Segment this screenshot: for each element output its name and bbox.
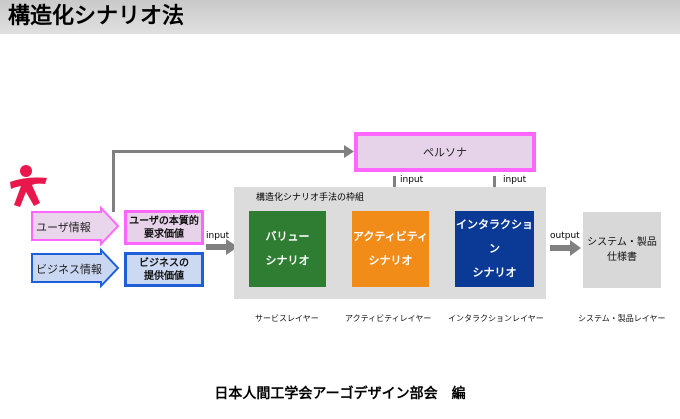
activity-scenario-line1: アクティビティ (352, 230, 429, 243)
business-value-line2: 提供価値 (144, 270, 184, 282)
value-scenario-box: バリュー シナリオ (249, 211, 326, 287)
value-scenario-line2: シナリオ (265, 254, 310, 267)
persona-box: ペルソナ (354, 132, 536, 172)
main-input-label: input (206, 231, 230, 241)
main-input-arrow-shaft (206, 244, 228, 250)
persona-feed-arrowhead (344, 145, 354, 158)
user-value-line2: 要求価値 (144, 228, 184, 240)
output-arrow-shaft (550, 245, 572, 251)
persona-feed-horizontal (112, 150, 344, 153)
title-bar (0, 0, 680, 34)
output-arrow-head (570, 240, 581, 256)
page-title: 構造化シナリオ法 (8, 4, 185, 29)
persona-input-label-1: input (400, 175, 424, 185)
output-label: output (550, 231, 580, 241)
logo-figure (10, 165, 47, 207)
persona-down-arrow-2-shaft (493, 176, 496, 192)
business-info-arrow-shape (31, 247, 120, 289)
persona-label: ペルソナ (423, 146, 467, 159)
system-spec-box: システム・製品 仕様書 (583, 212, 661, 288)
layer-service: サービスレイヤー (255, 314, 319, 323)
layer-activity: アクティビティレイヤー (345, 314, 432, 323)
persona-feed-vertical (112, 150, 115, 212)
user-info-label: ユーザ情報 (36, 221, 91, 234)
user-value-line1: ユーザの本質的 (129, 215, 199, 227)
persona-down-arrow-1-shaft (393, 176, 396, 192)
business-info-label: ビジネス情報 (36, 263, 102, 276)
main-input-arrow-head (226, 239, 238, 255)
layer-interaction: インタラクションレイヤー (448, 314, 544, 323)
system-spec-line2: 仕様書 (607, 252, 637, 263)
user-value-box: ユーザの本質的 要求価値 (124, 210, 204, 245)
framework-title: 構造化シナリオ手法の枠組 (256, 193, 365, 203)
business-value-line1: ビジネスの (139, 257, 189, 269)
value-scenario-line1: バリュー (265, 230, 310, 243)
layer-system: システム・製品レイヤー (578, 314, 666, 323)
interaction-scenario-line2: シナリオ (472, 266, 517, 279)
business-value-box: ビジネスの 提供価値 (124, 252, 204, 287)
user-info-arrow-shape (31, 205, 120, 247)
persona-input-label-2: input (503, 175, 527, 185)
activity-scenario-line2: シナリオ (368, 254, 413, 267)
system-spec-line1: システム・製品 (587, 237, 657, 248)
interaction-scenario-box: インタラクション シナリオ (455, 211, 534, 287)
activity-scenario-box: アクティビティ シナリオ (352, 211, 429, 287)
footer-credit: 日本人間工学会アーゴデザイン部会 編 (214, 386, 466, 402)
interaction-scenario-line1: インタラクション (456, 218, 533, 255)
